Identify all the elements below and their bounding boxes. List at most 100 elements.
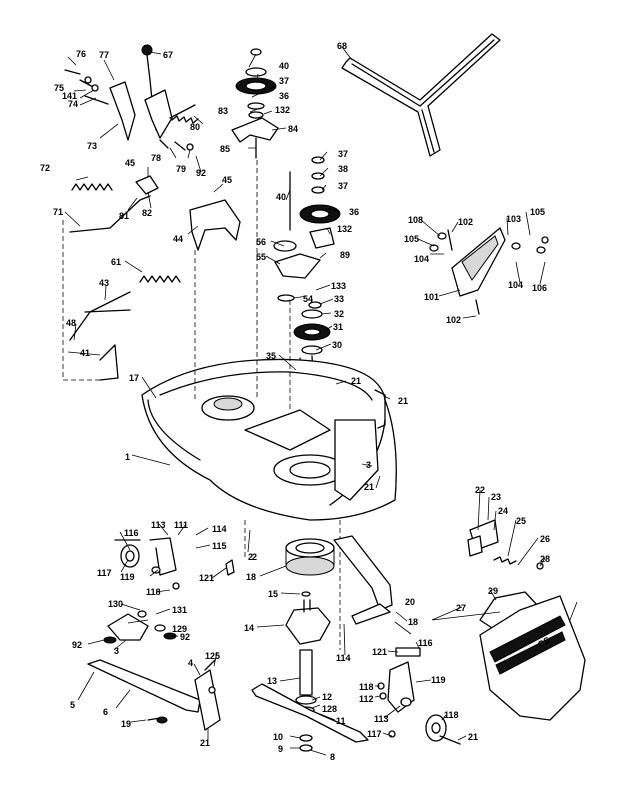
- part-label: 118: [444, 710, 459, 720]
- part-label: 102: [446, 315, 461, 325]
- center-pulley-stack: [273, 156, 341, 396]
- part-label: 45: [222, 175, 232, 185]
- part-label: 79: [176, 164, 186, 174]
- part-label: 92: [72, 640, 82, 650]
- part-label: 132: [275, 105, 290, 115]
- part-label: 129: [172, 624, 187, 634]
- part-label: 111: [174, 520, 188, 530]
- part-label: 131: [172, 605, 187, 615]
- part-label: 41: [80, 348, 90, 358]
- spindle-assembly: [285, 538, 335, 752]
- part-label: 10: [273, 732, 283, 742]
- linkage-rods: [69, 175, 159, 381]
- part-label: 21: [398, 396, 408, 406]
- part-label: 20: [405, 597, 415, 607]
- part-label: 113: [151, 520, 166, 530]
- springs: [71, 183, 181, 283]
- part-label: 11: [336, 716, 346, 726]
- part-label: 61: [111, 257, 121, 267]
- part-label: 56: [256, 237, 266, 247]
- part-label: 89: [340, 250, 350, 260]
- discharge-chute-assembly: CS: [467, 519, 586, 721]
- part-label: 36: [349, 207, 359, 217]
- part-label: 116: [418, 638, 433, 648]
- part-label: 19: [121, 719, 131, 729]
- part-label: 2: [252, 552, 257, 562]
- part-label: 103: [506, 214, 521, 224]
- part-label: 133: [331, 281, 346, 291]
- part-label: 105: [404, 234, 419, 244]
- part-label: 132: [337, 224, 352, 234]
- part-label: 27: [456, 603, 466, 613]
- part-label: 23: [491, 492, 501, 502]
- part-label: 101: [424, 292, 439, 302]
- part-label: 33: [334, 294, 344, 304]
- part-label: 92: [180, 632, 190, 642]
- part-label: 68: [337, 41, 347, 51]
- part-label: 121: [372, 647, 387, 657]
- part-label: 28: [540, 554, 550, 564]
- part-label: 77: [99, 50, 109, 60]
- part-label: 31: [333, 322, 343, 332]
- front-hanger-assembly: [87, 537, 235, 731]
- part-label: 72: [40, 163, 50, 173]
- lift-lever-assembly: [64, 44, 199, 151]
- part-label: 75: [54, 83, 64, 93]
- part-label: 112: [359, 694, 374, 704]
- part-label: 15: [268, 589, 278, 599]
- part-label: 17: [129, 373, 139, 383]
- part-label: 73: [87, 141, 97, 151]
- part-label: 37: [279, 76, 289, 86]
- part-label: 121: [199, 573, 214, 583]
- part-label: 14: [244, 623, 254, 633]
- part-label: 3: [366, 460, 371, 470]
- part-label: 13: [267, 676, 277, 686]
- part-label: 9: [278, 744, 283, 754]
- part-label: 114: [336, 653, 351, 663]
- part-label: 40: [279, 61, 289, 71]
- part-label: 21: [468, 732, 478, 742]
- rear-hanger-assembly: [377, 647, 461, 745]
- part-label: 8: [330, 752, 335, 762]
- part-label: 29: [488, 586, 498, 596]
- part-label: 37: [338, 149, 348, 159]
- part-label: 21: [364, 482, 374, 492]
- part-label: 40: [276, 192, 286, 202]
- part-label: 104: [508, 280, 523, 290]
- part-label: 84: [288, 124, 298, 134]
- part-label: 118: [146, 587, 161, 597]
- part-label: 125: [205, 651, 220, 661]
- part-label: 21: [351, 376, 361, 386]
- part-label: 105: [530, 207, 545, 217]
- part-label: 26: [540, 534, 550, 544]
- idler-arm: [333, 535, 393, 611]
- discharge-deflector-assembly: [429, 227, 549, 315]
- part-label: 114: [212, 524, 227, 534]
- part-label: 67: [163, 50, 173, 60]
- part-label: 55: [256, 252, 266, 262]
- part-label: 116: [124, 528, 139, 538]
- part-label: 108: [408, 215, 423, 225]
- part-label: 102: [458, 217, 473, 227]
- part-label: 81: [119, 211, 129, 221]
- part-label: 38: [338, 164, 348, 174]
- part-label: 117: [367, 729, 382, 739]
- part-label: 2: [248, 552, 253, 562]
- part-label: 25: [516, 516, 526, 526]
- part-label: 71: [53, 207, 63, 217]
- part-label: 36: [279, 91, 289, 101]
- part-label: 44: [173, 234, 183, 244]
- part-label: 54: [303, 294, 313, 304]
- part-label: 82: [142, 208, 152, 218]
- part-label: 18: [246, 572, 256, 582]
- part-label: 22: [475, 485, 485, 495]
- part-label: 85: [220, 144, 230, 154]
- part-label: 92: [196, 168, 206, 178]
- part-label: 106: [532, 283, 547, 293]
- part-label: 6: [103, 707, 108, 717]
- part-label: 3: [114, 646, 119, 656]
- part-label: 83: [218, 106, 228, 116]
- part-label: 1: [125, 452, 130, 462]
- part-label: 130: [108, 599, 123, 609]
- part-label: 18: [408, 617, 418, 627]
